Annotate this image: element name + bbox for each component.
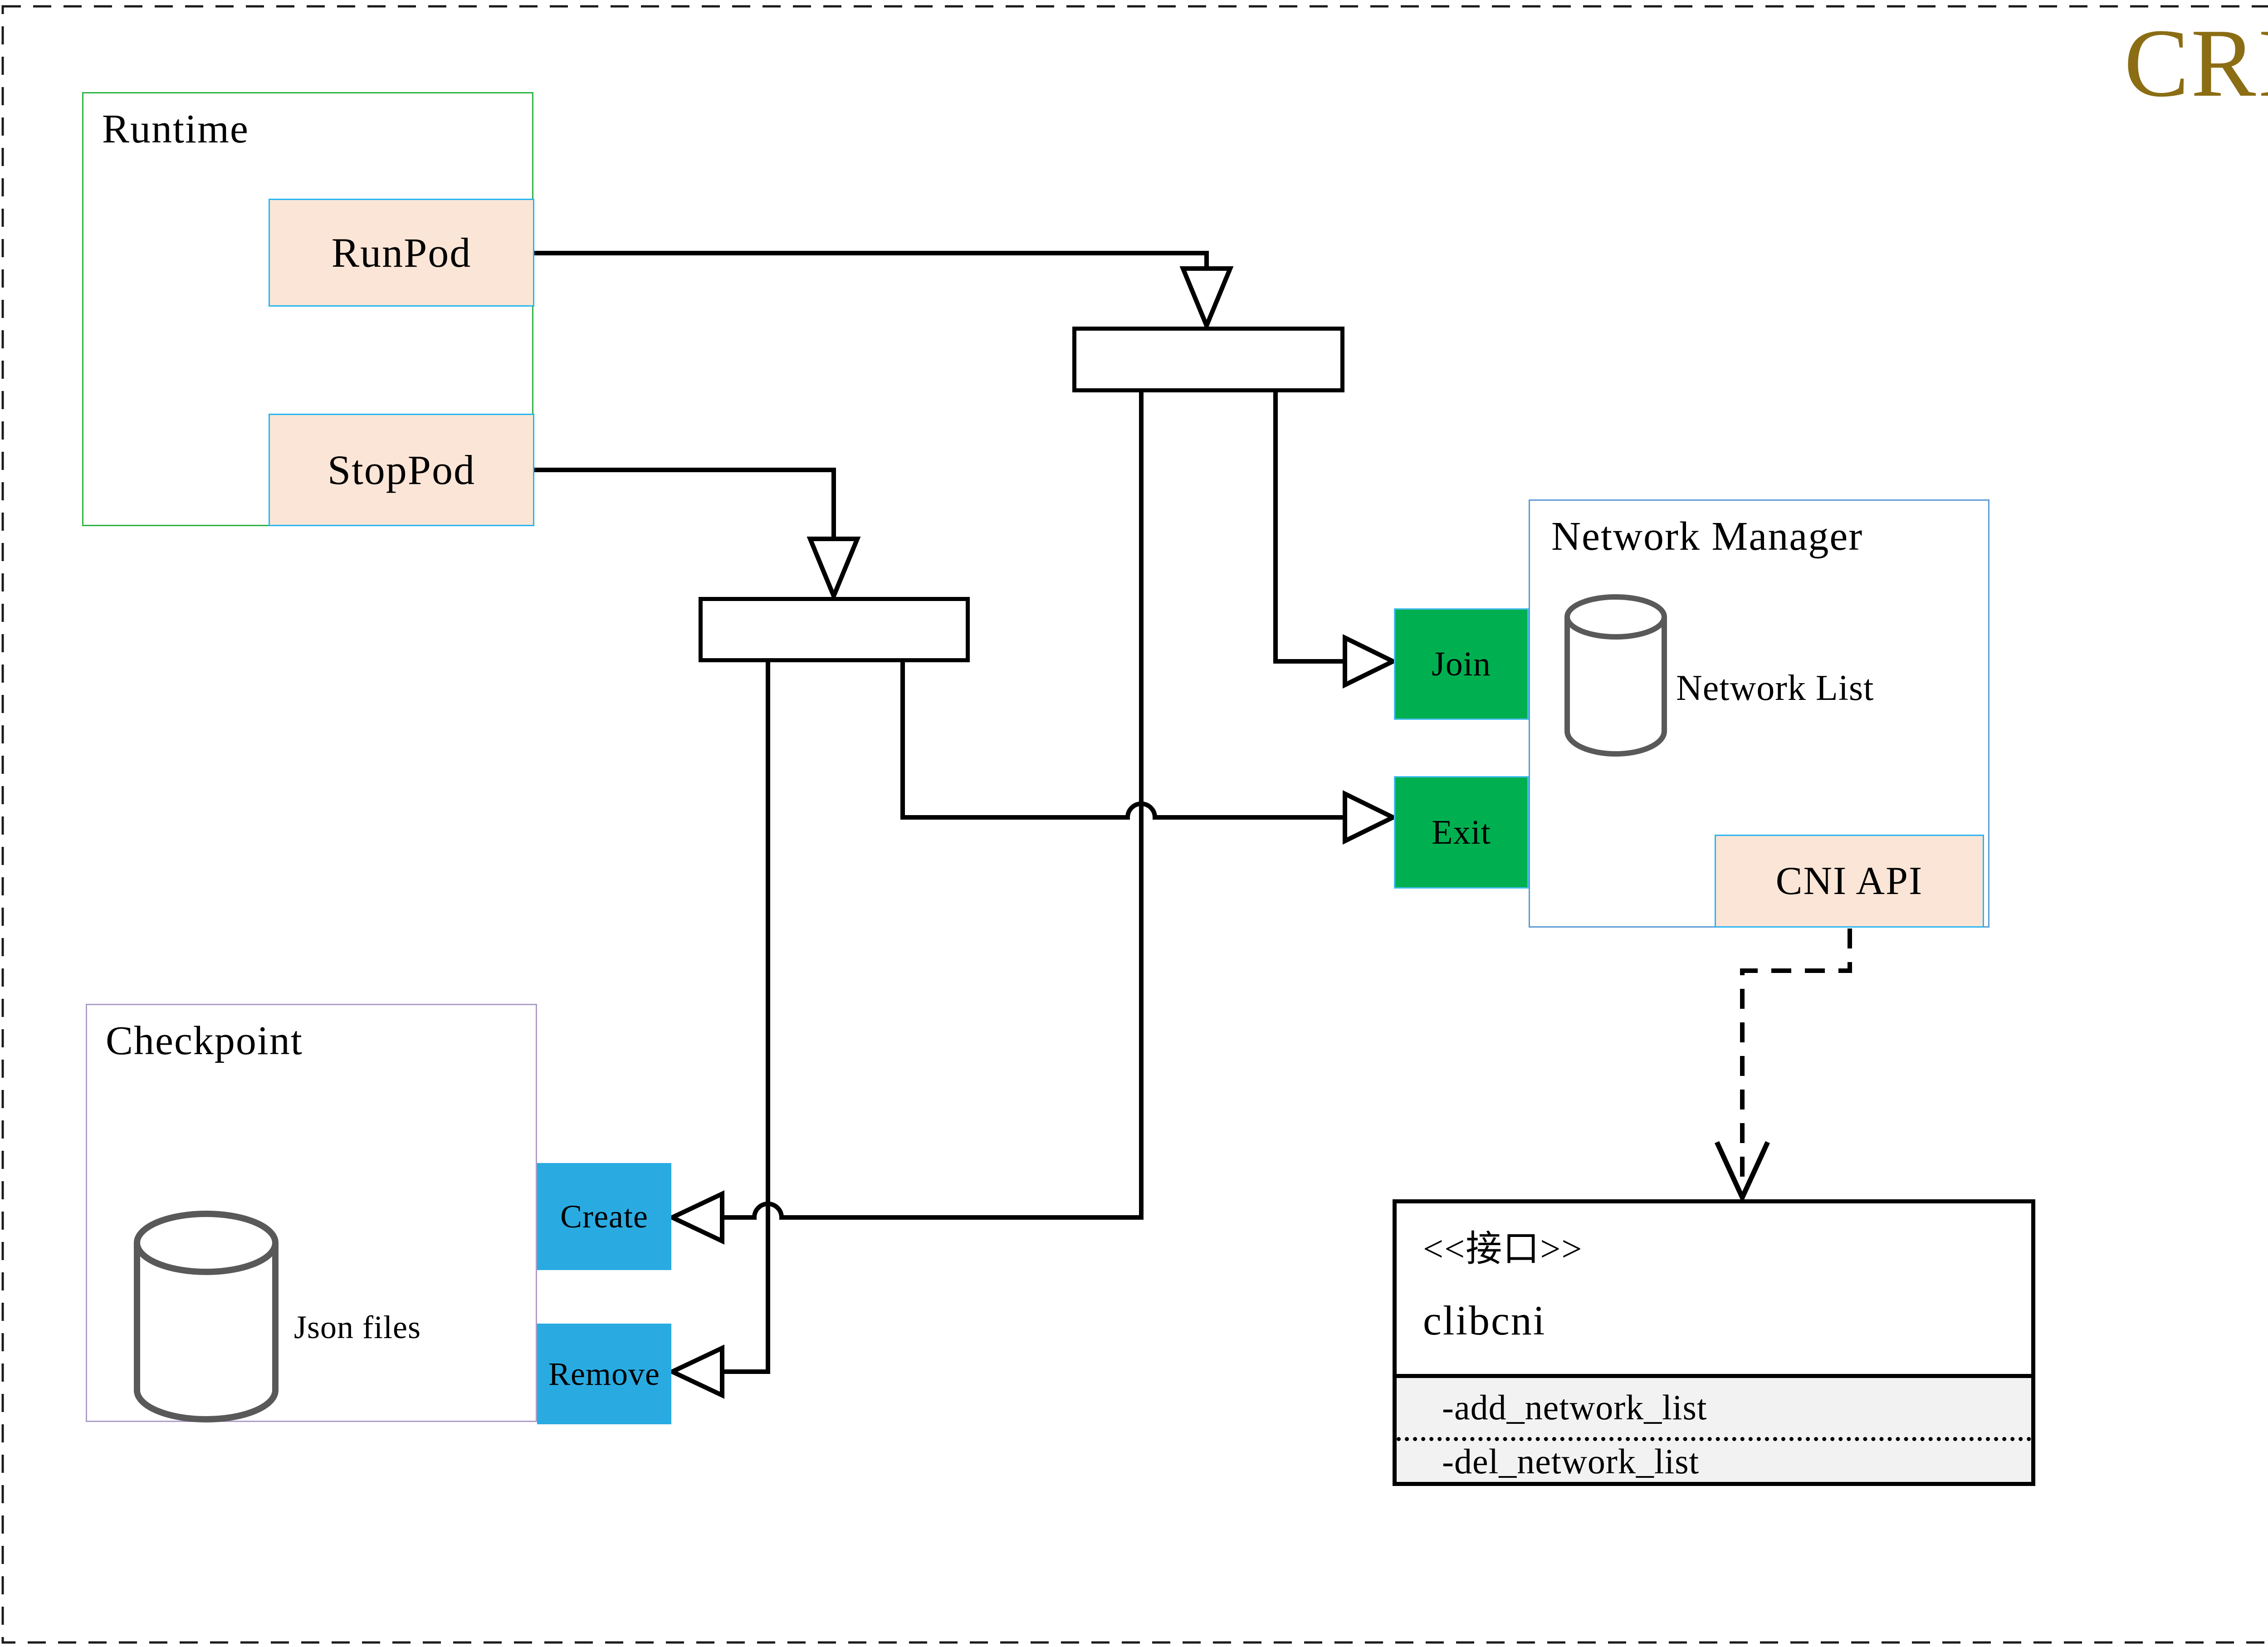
join-box: Join: [1394, 608, 1529, 720]
join-label: Join: [1432, 645, 1491, 683]
network-list-label: Network List: [1676, 668, 1874, 708]
stoppod-label: StopPod: [327, 447, 475, 493]
arrowhead-right-exit-icon: [1343, 790, 1398, 845]
stoppod-to-process2-line: [534, 468, 836, 539]
diagram-title: CRI: [2124, 9, 2268, 117]
arrowhead-right-join-icon: [1343, 634, 1398, 689]
json-files-label: Json files: [294, 1309, 421, 1345]
arrowhead-left-remove-icon: [667, 1344, 724, 1399]
runpod-label: RunPod: [331, 230, 472, 276]
network-list-cylinder-icon: [1564, 594, 1667, 757]
clibcni-header: <<接口>> clibcni: [1397, 1203, 2031, 1374]
process2-to-remove-line: [722, 662, 770, 1374]
process1-to-join-line: [1273, 392, 1345, 664]
process1-to-create-line: [722, 392, 1144, 1220]
stoppod-box: StopPod: [269, 414, 534, 526]
cni-api-label: CNI API: [1775, 859, 1923, 903]
clibcni-methods-section: -add_network_list -del_network_list: [1397, 1374, 2031, 1482]
page-dashed-border: [1, 5, 2268, 1644]
arrowhead-down-process1-icon: [1179, 266, 1234, 332]
cniapi-to-clibcni-dashed-line: [1740, 929, 1852, 1188]
cni-api-box: CNI API: [1715, 835, 1984, 928]
remove-label: Remove: [548, 1355, 660, 1392]
clibcni-method-del: -del_network_list: [1397, 1437, 2031, 1482]
arrowhead-down-process2-icon: [807, 537, 861, 602]
clibcni-method-add: -add_network_list: [1442, 1388, 1707, 1427]
process-box-1: [1072, 327, 1344, 392]
runpod-box: RunPod: [269, 199, 534, 307]
network-manager-title: Network Manager: [1551, 514, 1863, 559]
process2-to-exit-line: [900, 662, 1345, 820]
clibcni-interface-box: <<接口>> clibcni -add_network_list -del_ne…: [1393, 1199, 2035, 1486]
exit-label: Exit: [1432, 813, 1491, 851]
clibcni-stereotype: <<接口>>: [1423, 1229, 1583, 1269]
json-files-cylinder-icon: [134, 1211, 279, 1422]
remove-box: Remove: [537, 1324, 671, 1424]
open-arrowhead-clibcni-icon: [1715, 1141, 1770, 1204]
clibcni-name: clibcni: [1423, 1297, 1546, 1344]
process-box-2: [699, 597, 970, 662]
checkpoint-title: Checkpoint: [106, 1018, 303, 1063]
runpod-to-process1-line: [534, 251, 1209, 269]
exit-box: Exit: [1394, 776, 1529, 889]
create-label: Create: [560, 1198, 648, 1235]
runtime-title: Runtime: [102, 107, 249, 152]
create-box: Create: [537, 1163, 671, 1270]
arrowhead-left-create-icon: [667, 1190, 724, 1245]
